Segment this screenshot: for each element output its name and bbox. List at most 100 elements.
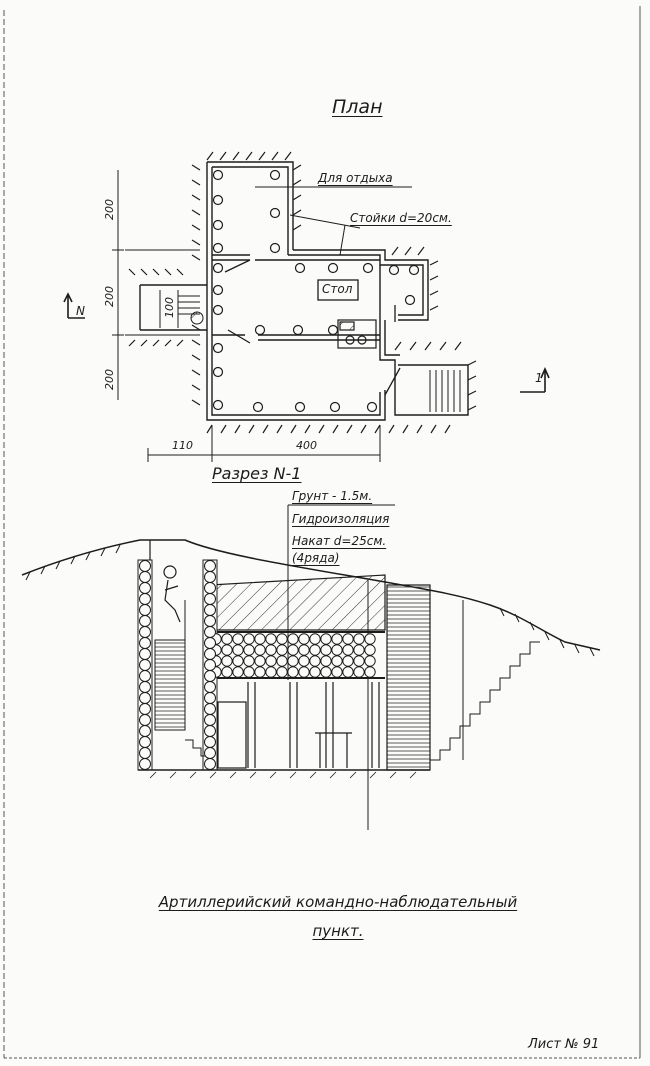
observer-ladder (154, 600, 209, 757)
section-title: Разрез N-1 (212, 464, 302, 483)
observer-figure (149, 540, 181, 623)
log-circle (298, 644, 310, 656)
log-circle (287, 644, 299, 656)
label-soil: Грунт - 1.5м. (292, 489, 373, 503)
label-waterproofing: Гидроизоляция (292, 512, 390, 526)
log-circle (221, 655, 233, 667)
log-circle (298, 655, 310, 667)
log-circle (139, 560, 151, 572)
log-circle (276, 633, 288, 645)
log-circle (364, 644, 376, 656)
ground-ticks (25, 544, 595, 657)
log-circle (309, 666, 321, 678)
dimension-v3: 200 (103, 369, 116, 390)
log-circle (139, 681, 151, 693)
log-circle (309, 655, 321, 667)
dimension-v1: 200 (103, 199, 116, 220)
log-circle (309, 644, 321, 656)
log-circle (353, 655, 365, 667)
dimension-stair: 100 (163, 297, 176, 318)
floor-hatch (149, 771, 417, 779)
log-circle (254, 666, 266, 678)
caption-line2: пункт. (312, 922, 364, 940)
log-circle (243, 633, 255, 645)
log-circle (204, 747, 216, 759)
label-posts: Стойки d=20см. (350, 211, 452, 225)
log-circle (265, 633, 277, 645)
log-circle (139, 670, 151, 682)
log-circle (139, 637, 151, 649)
log-circle (309, 633, 321, 645)
soil-cover (209, 574, 386, 631)
label-table: Стол (322, 282, 353, 296)
dimension-v2: 200 (103, 286, 116, 307)
entry-stairs-right (429, 370, 461, 412)
log-circle (232, 666, 244, 678)
sheet-number: Лист № 91 (528, 1037, 600, 1052)
log-circle (364, 633, 376, 645)
log-circle (139, 648, 151, 660)
log-circle (331, 633, 343, 645)
log-circle (342, 644, 354, 656)
log-circle (276, 655, 288, 667)
log-circle (139, 714, 151, 726)
log-circle (204, 758, 216, 770)
log-circle (243, 655, 255, 667)
log-circle (254, 633, 266, 645)
log-circle (221, 666, 233, 678)
log-circle (204, 637, 216, 649)
roof-logs (210, 631, 385, 679)
plan-title: План (332, 96, 383, 118)
log-circle (243, 666, 255, 678)
log-circle (353, 666, 365, 678)
table-symbol (317, 279, 359, 301)
log-circle (320, 644, 332, 656)
log-circle (232, 655, 244, 667)
log-circle (342, 666, 354, 678)
log-circle (320, 633, 332, 645)
floor-plan (63, 151, 550, 462)
right-stairs (430, 600, 540, 761)
log-circle (298, 633, 310, 645)
log-circle (204, 626, 216, 638)
dimension-h1: 110 (172, 439, 193, 452)
log-circle (204, 681, 216, 693)
log-circle (265, 666, 277, 678)
log-circle (139, 593, 151, 605)
section-mark: 1 (535, 371, 543, 385)
log-circle (139, 725, 151, 737)
door-opening (217, 701, 247, 769)
log-circle (331, 655, 343, 667)
entry-stairs-left (159, 290, 204, 328)
log-circle (353, 644, 365, 656)
log-circle (204, 571, 216, 583)
log-circle (139, 626, 151, 638)
log-circle (139, 747, 151, 759)
log-circle (139, 604, 151, 616)
log-circle (287, 655, 299, 667)
log-circle (139, 659, 151, 671)
log-circle (320, 666, 332, 678)
log-circle (204, 670, 216, 682)
north-arrow-icon (63, 292, 85, 319)
plan-walls (139, 161, 469, 421)
log-circle (204, 582, 216, 594)
log-circle (204, 615, 216, 627)
log-circle (287, 666, 299, 678)
interior-posts (247, 682, 380, 768)
log-circle (276, 666, 288, 678)
log-circle (364, 666, 376, 678)
log-circle (276, 644, 288, 656)
log-circle (204, 560, 216, 572)
log-circle (204, 736, 216, 748)
log-circle (204, 703, 216, 715)
log-circle (298, 666, 310, 678)
log-circle (204, 604, 216, 616)
log-circle (342, 655, 354, 667)
label-rest-area: Для отдыха (318, 171, 393, 185)
dimension-lines (112, 170, 381, 462)
log-rows (139, 560, 376, 770)
log-circle (265, 644, 277, 656)
log-circle (204, 648, 216, 660)
